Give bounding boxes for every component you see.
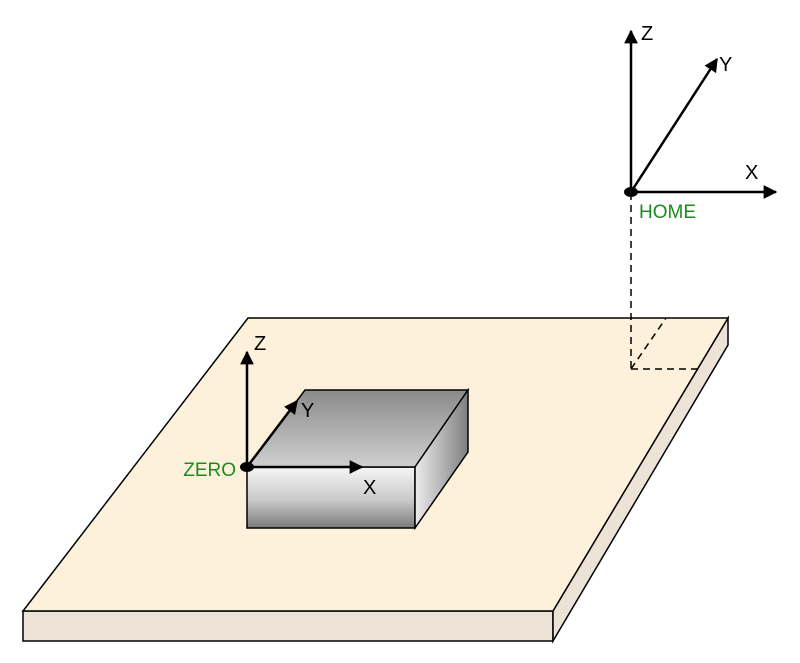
zero-z-label: Z — [254, 333, 266, 355]
home-projection — [630, 193, 700, 370]
zero-y-label: Y — [301, 400, 314, 422]
zero-x-label: X — [363, 477, 376, 499]
zero-axes — [240, 350, 364, 474]
table-front-edge — [22, 610, 554, 642]
home-label: HOME — [639, 202, 696, 223]
zero-label: ZERO — [183, 460, 236, 481]
workpiece-side-face — [414, 387, 469, 531]
home-y-label: Y — [719, 54, 732, 76]
workpiece-block — [245, 387, 470, 531]
zero-origin-dot — [240, 462, 254, 472]
workpiece-front-face — [246, 466, 416, 529]
home-x-label: X — [745, 162, 758, 184]
zero-y-axis — [246, 399, 298, 468]
home-projection-y — [630, 317, 667, 370]
home-origin-dot — [624, 187, 638, 197]
home-z-label: Z — [641, 23, 653, 45]
home-y-axis — [629, 57, 719, 193]
home-axes — [624, 29, 778, 199]
